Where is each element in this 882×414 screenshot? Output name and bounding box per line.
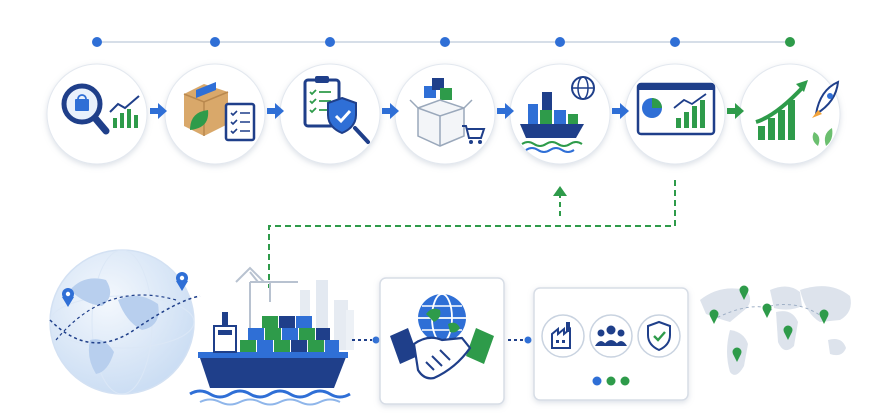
timeline-dot-3 (325, 37, 335, 47)
dot (592, 376, 602, 386)
arrow-up-icon (553, 186, 567, 196)
shield-check-icon (637, 314, 681, 358)
people-group-icon (589, 314, 633, 358)
step-arrows (150, 103, 744, 119)
step-packaging (183, 82, 256, 142)
waves-icon (521, 141, 583, 147)
ship-bridge (213, 325, 237, 353)
world-map (700, 285, 851, 375)
world-globe (49, 249, 201, 395)
map-pin-icon (739, 285, 749, 300)
pagination-dots (592, 376, 630, 386)
line-chart-icon (109, 95, 140, 128)
arrow-right-icon (267, 103, 284, 119)
dashed-connector (268, 180, 676, 288)
open-box-icon (417, 99, 465, 147)
dot (620, 376, 630, 386)
bar-chart-icon (673, 93, 707, 128)
map-pin-icon (762, 303, 772, 318)
timeline-dot-1 (92, 37, 102, 47)
arrow-right-icon (727, 103, 744, 119)
timeline-dot-2 (210, 37, 220, 47)
plant-icon (812, 128, 833, 146)
location-pin-icon (176, 272, 188, 291)
magnifier-icon (353, 126, 370, 144)
step-market-research (61, 83, 140, 135)
shield-check-icon (327, 96, 357, 135)
handshake-icon (390, 328, 494, 380)
containers (240, 316, 339, 352)
timeline-dot-5 (555, 37, 565, 47)
cargo-port (189, 266, 354, 406)
cargo-ship-icon (198, 352, 348, 388)
factory-icon (541, 314, 585, 358)
map-pin-icon (783, 325, 793, 340)
rocket-icon (812, 80, 840, 118)
timeline-dot-6 (670, 37, 680, 47)
services-panel (533, 287, 689, 401)
map-pin-icon (732, 347, 742, 362)
step-growth (755, 80, 840, 146)
shopping-cart-icon (462, 125, 486, 144)
leaf-icon (190, 110, 209, 130)
step-fulfillment (409, 78, 486, 147)
timeline-dot-7 (785, 37, 795, 47)
arrow-right-icon (497, 103, 514, 119)
arrow-right-icon (150, 103, 167, 119)
step-shipping (520, 76, 595, 153)
dotted-link-1 (352, 336, 380, 344)
continents (70, 278, 159, 374)
arrow-right-icon (612, 103, 629, 119)
step-analytics (636, 82, 716, 136)
map-pin-icon (709, 309, 719, 324)
timeline (92, 37, 795, 47)
globe-icon (418, 293, 466, 343)
growth-arrow-icon (755, 84, 806, 124)
step-compliance (303, 76, 370, 144)
dotted-link-2 (508, 336, 532, 344)
dot (606, 376, 616, 386)
timeline-dot-4 (440, 37, 450, 47)
crane-icon (235, 266, 298, 340)
cargo-ship-icon (520, 124, 584, 138)
arrow-right-icon (382, 103, 399, 119)
magnifier-handle (91, 114, 110, 135)
map-pin-icon (819, 309, 829, 324)
waves-icon (189, 389, 351, 399)
location-pin-icon (62, 288, 74, 307)
shopping-bag-icon (75, 99, 89, 111)
connector-path (268, 180, 676, 288)
partnership-panel (379, 277, 505, 405)
globe-icon (49, 249, 195, 395)
